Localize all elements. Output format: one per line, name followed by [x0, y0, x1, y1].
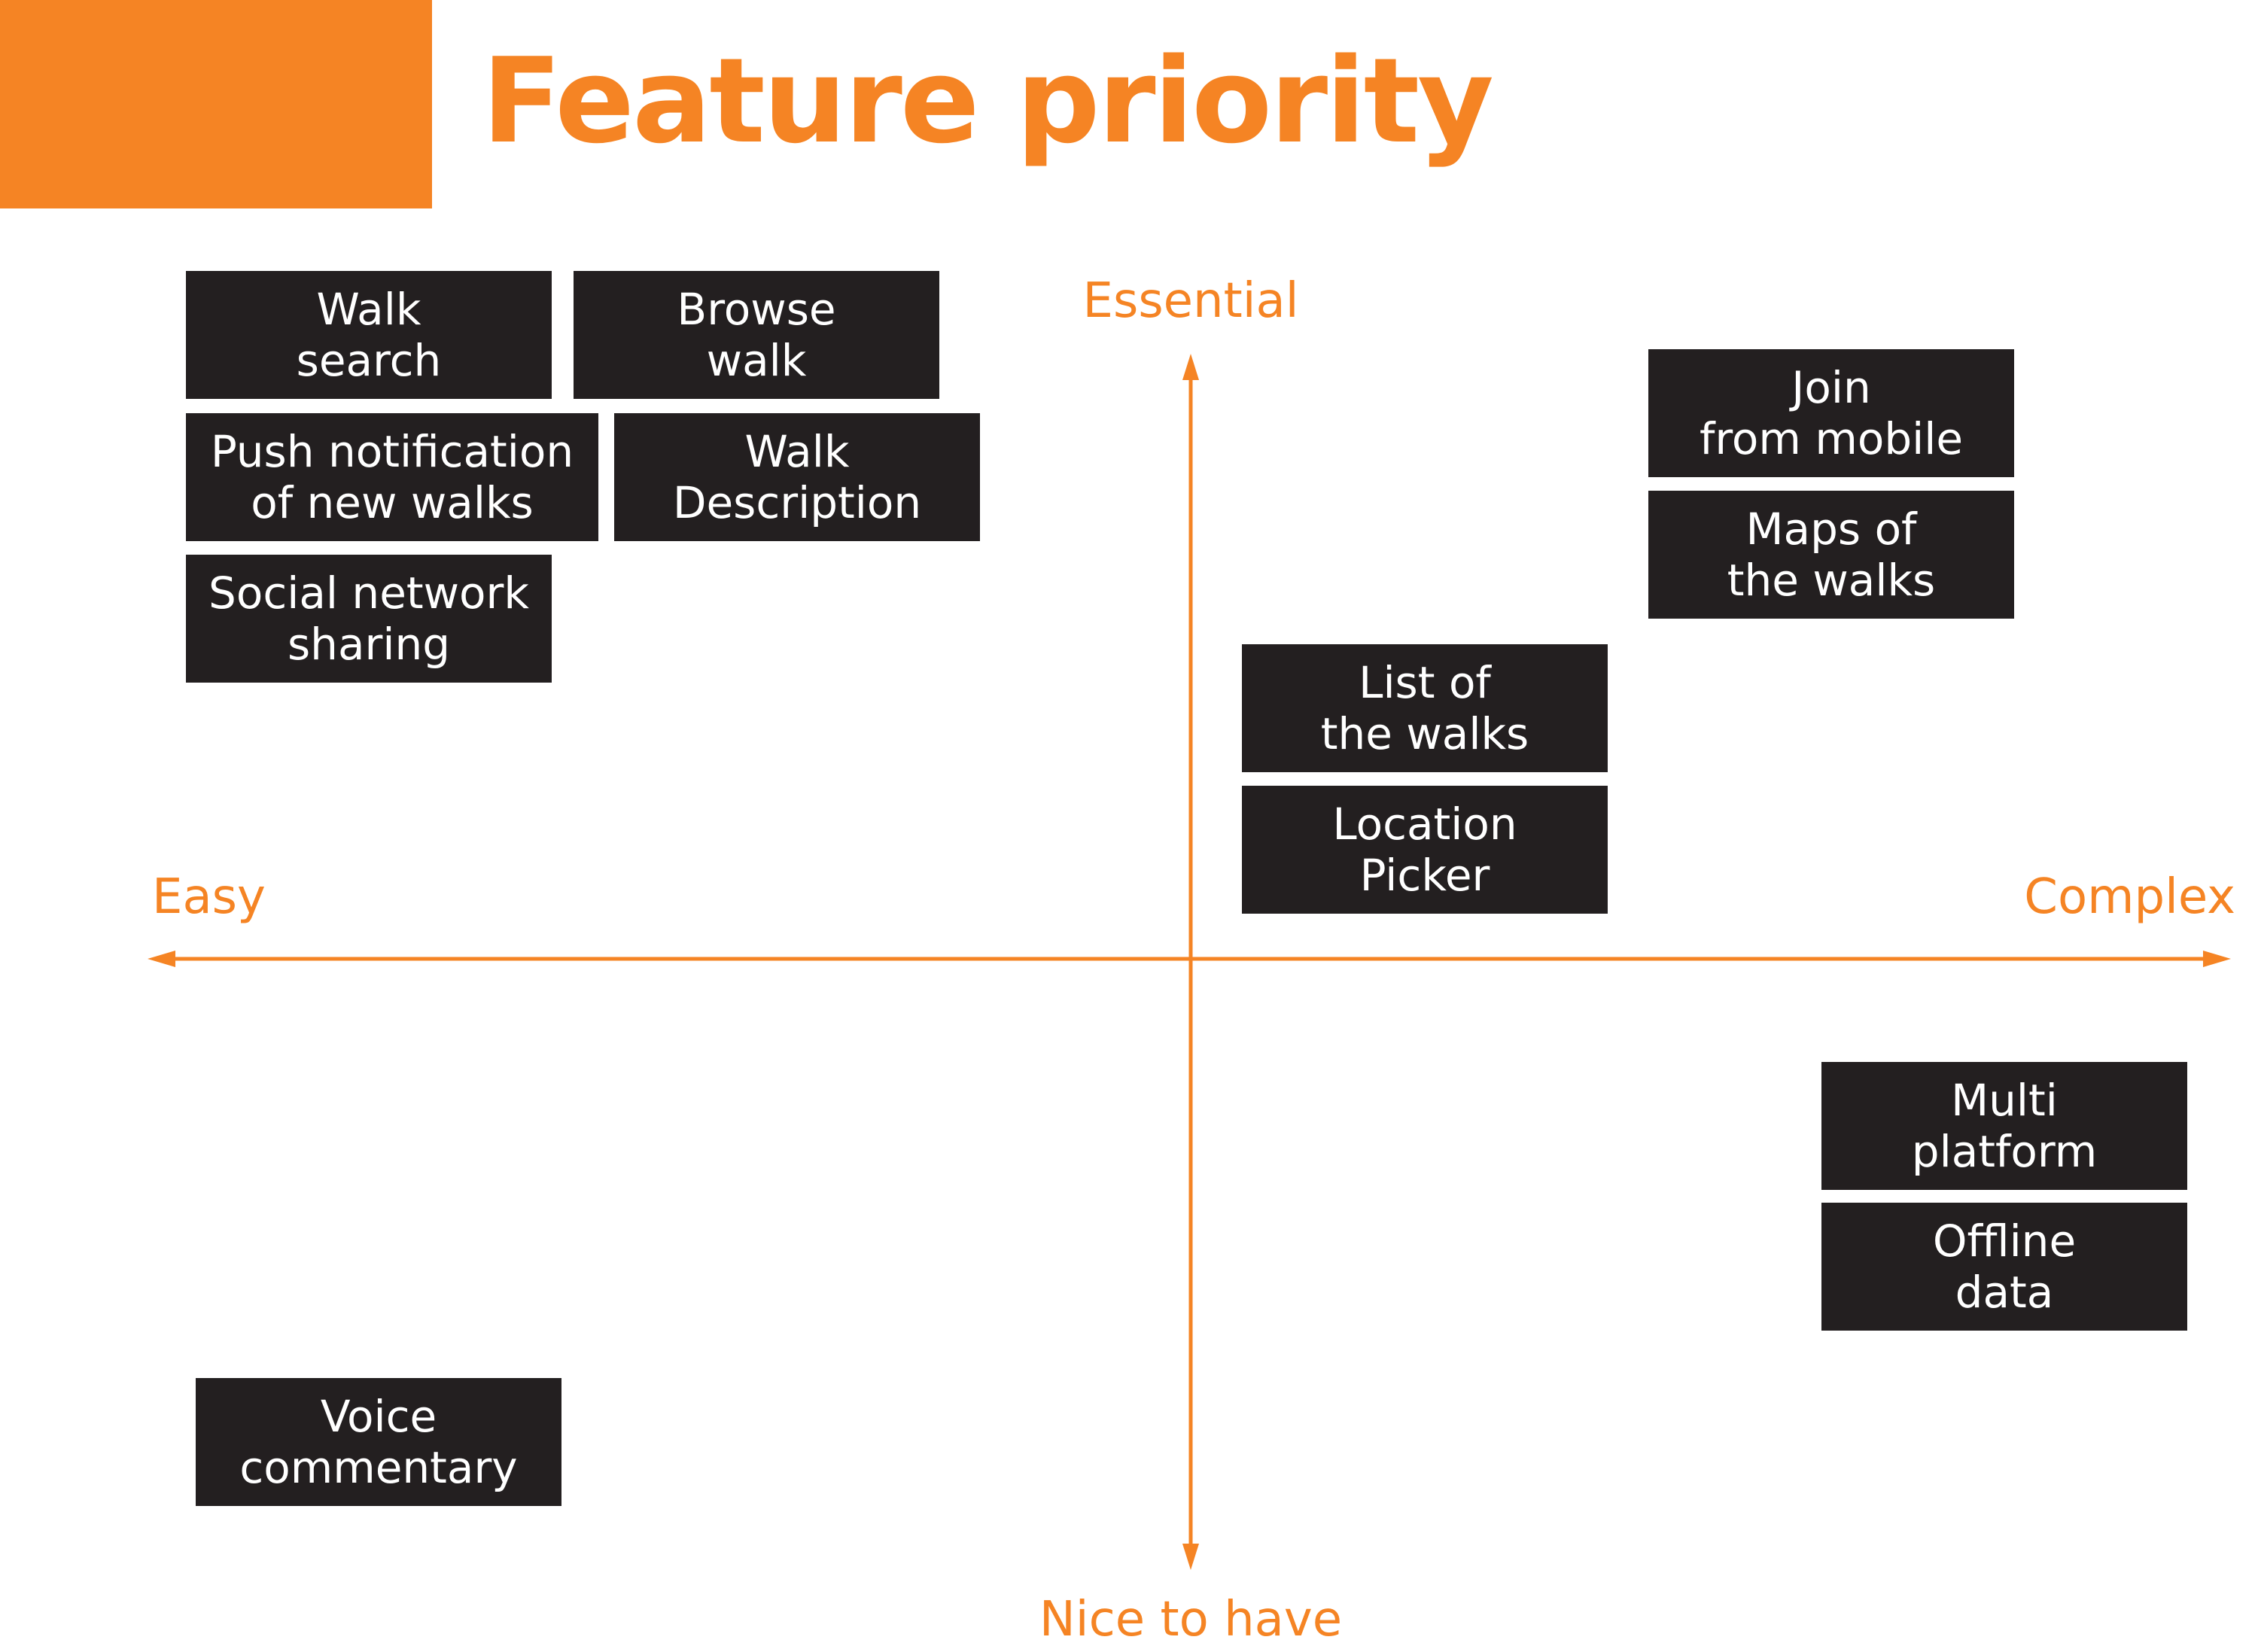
card-maps-of-the-walks: Maps of the walks [1648, 491, 2014, 619]
card-social-network-sharing: Social network sharing [186, 555, 552, 683]
card-offline-data: Offline data [1821, 1203, 2187, 1331]
card-multi-platform: Multi platform [1821, 1062, 2187, 1190]
card-label: Maps of the walks [1727, 504, 1936, 606]
page-title: Feature priority [482, 32, 1494, 169]
title-accent-block [0, 0, 432, 208]
vertical-axis [1182, 354, 1199, 1570]
card-label: Join from mobile [1699, 362, 1964, 464]
arrowhead-down-icon [1182, 1544, 1199, 1570]
card-join-from-mobile: Join from mobile [1648, 349, 2014, 477]
card-label: Multi platform [1911, 1075, 2098, 1177]
card-label: Push notification of new walks [210, 426, 574, 528]
arrowhead-left-icon [148, 951, 175, 967]
arrowhead-up-icon [1182, 354, 1199, 380]
card-label: Voice commentary [239, 1391, 518, 1493]
card-voice-commentary: Voice commentary [196, 1378, 561, 1506]
horizontal-axis [148, 951, 2231, 967]
card-push-notification: Push notification of new walks [186, 413, 598, 541]
card-walk-description: Walk Description [614, 413, 980, 541]
card-label: Browse walk [677, 284, 836, 386]
arrowhead-right-icon [2203, 951, 2231, 967]
card-browse-walk: Browse walk [574, 271, 939, 399]
card-label: Offline data [1932, 1215, 2077, 1318]
card-label: Social network sharing [208, 567, 529, 670]
axis-label-complex: Complex [2024, 869, 2235, 925]
card-label: Location Picker [1332, 799, 1517, 901]
axis-label-easy: Easy [152, 869, 266, 925]
card-walk-search: Walk search [186, 271, 552, 399]
axis-label-nice-to-have: Nice to have [1039, 1592, 1343, 1647]
card-location-picker: Location Picker [1242, 786, 1608, 914]
card-label: List of the walks [1320, 657, 1529, 759]
card-label: Walk search [296, 284, 442, 386]
card-label: Walk Description [672, 426, 922, 528]
card-list-of-the-walks: List of the walks [1242, 644, 1608, 772]
axis-label-essential: Essential [1082, 273, 1299, 329]
